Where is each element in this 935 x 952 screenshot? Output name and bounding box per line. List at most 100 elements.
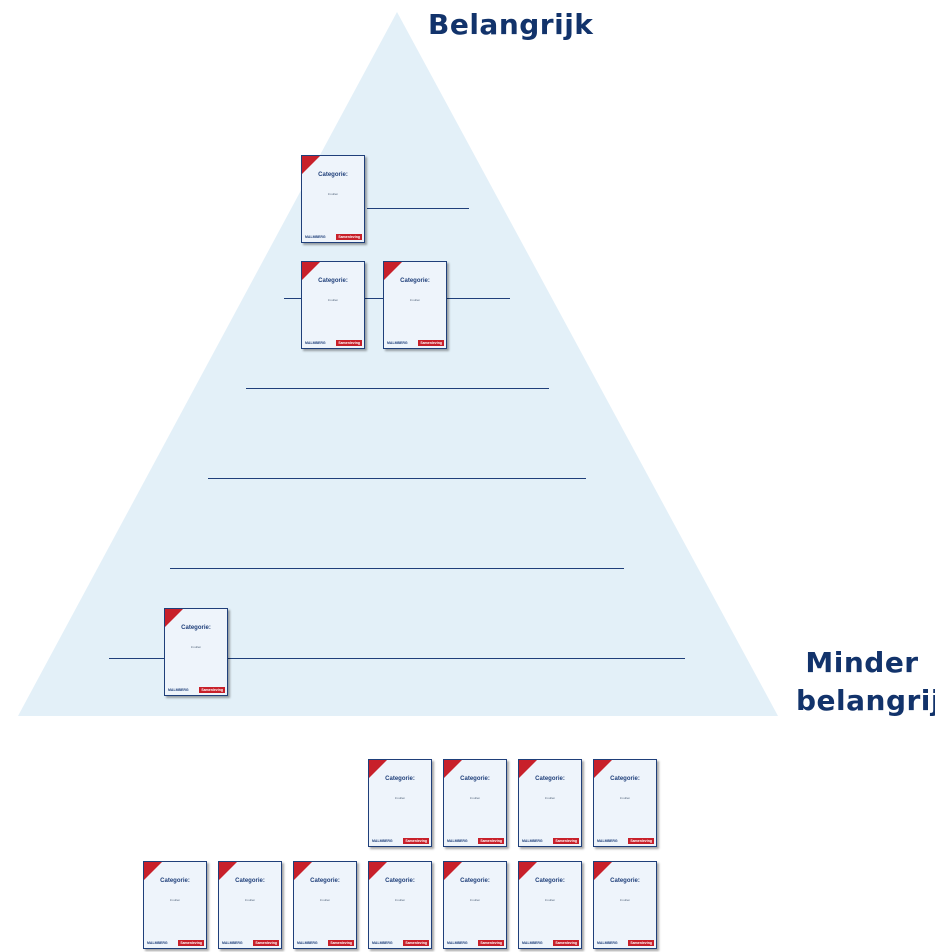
card-tag: Samenleving bbox=[418, 340, 444, 346]
card-category: Categorie: bbox=[318, 278, 348, 284]
rank-line bbox=[246, 388, 549, 389]
corner-flag bbox=[519, 760, 537, 778]
card-tag: Samenleving bbox=[403, 838, 429, 844]
card-brand: MALMBERG bbox=[387, 341, 408, 345]
card-category: Categorie: bbox=[318, 172, 348, 178]
card-tag: Samenleving bbox=[478, 838, 504, 844]
card-fill-in: Invullen bbox=[319, 898, 331, 902]
category-card[interactable]: Categorie: Invullen MALMBERG Samenleving bbox=[443, 861, 507, 949]
card-category: Categorie: bbox=[181, 625, 211, 631]
rank-line bbox=[109, 658, 685, 659]
card-brand: MALMBERG bbox=[297, 941, 318, 945]
card-fill-in: Invullen bbox=[190, 645, 202, 649]
card-category: Categorie: bbox=[610, 776, 640, 782]
corner-flag bbox=[369, 760, 387, 778]
card-category: Categorie: bbox=[460, 878, 490, 884]
card-tag: Samenleving bbox=[478, 940, 504, 946]
corner-flag bbox=[594, 760, 612, 778]
card-fill-in: Invullen bbox=[327, 298, 339, 302]
card-fill-in: Invullen bbox=[169, 898, 181, 902]
label-less-important: Minder belangrijk bbox=[796, 644, 935, 720]
corner-flag bbox=[384, 262, 402, 280]
card-tag: Samenleving bbox=[336, 234, 362, 240]
corner-flag bbox=[369, 862, 387, 880]
card-fill-in: Invullen bbox=[544, 796, 556, 800]
card-category: Categorie: bbox=[400, 278, 430, 284]
card-brand: MALMBERG bbox=[522, 839, 543, 843]
card-tag: Samenleving bbox=[403, 940, 429, 946]
card-brand: MALMBERG bbox=[222, 941, 243, 945]
corner-flag bbox=[594, 862, 612, 880]
card-brand: MALMBERG bbox=[305, 341, 326, 345]
corner-flag bbox=[519, 862, 537, 880]
label-less-line2: belangrijk bbox=[796, 684, 935, 717]
card-brand: MALMBERG bbox=[597, 941, 618, 945]
card-category: Categorie: bbox=[610, 878, 640, 884]
category-card[interactable]: Categorie: Invullen MALMBERG Samenleving bbox=[301, 155, 365, 243]
card-fill-in: Invullen bbox=[619, 796, 631, 800]
card-category: Categorie: bbox=[235, 878, 265, 884]
category-card[interactable]: Categorie: Invullen MALMBERG Samenleving bbox=[293, 861, 357, 949]
card-fill-in: Invullen bbox=[409, 298, 421, 302]
card-tag: Samenleving bbox=[199, 687, 225, 693]
card-fill-in: Invullen bbox=[394, 796, 406, 800]
card-fill-in: Invullen bbox=[394, 898, 406, 902]
rank-line bbox=[367, 208, 469, 209]
card-brand: MALMBERG bbox=[147, 941, 168, 945]
card-tag: Samenleving bbox=[328, 940, 354, 946]
card-brand: MALMBERG bbox=[372, 839, 393, 843]
card-fill-in: Invullen bbox=[544, 898, 556, 902]
card-tag: Samenleving bbox=[553, 838, 579, 844]
card-brand: MALMBERG bbox=[522, 941, 543, 945]
category-card[interactable]: Categorie: Invullen MALMBERG Samenleving bbox=[301, 261, 365, 349]
category-card[interactable]: Categorie: Invullen MALMBERG Samenleving bbox=[593, 861, 657, 949]
corner-flag bbox=[302, 156, 320, 174]
category-card[interactable]: Categorie: Invullen MALMBERG Samenleving bbox=[383, 261, 447, 349]
card-brand: MALMBERG bbox=[597, 839, 618, 843]
card-fill-in: Invullen bbox=[619, 898, 631, 902]
corner-flag bbox=[294, 862, 312, 880]
card-category: Categorie: bbox=[385, 776, 415, 782]
card-brand: MALMBERG bbox=[305, 235, 326, 239]
card-brand: MALMBERG bbox=[372, 941, 393, 945]
label-important: Belangrijk bbox=[428, 8, 594, 41]
card-brand: MALMBERG bbox=[447, 941, 468, 945]
category-card[interactable]: Categorie: Invullen MALMBERG Samenleving bbox=[593, 759, 657, 847]
card-fill-in: Invullen bbox=[327, 192, 339, 196]
card-tag: Samenleving bbox=[628, 838, 654, 844]
corner-flag bbox=[165, 609, 183, 627]
corner-flag bbox=[144, 862, 162, 880]
card-tag: Samenleving bbox=[336, 340, 362, 346]
card-category: Categorie: bbox=[460, 776, 490, 782]
corner-flag bbox=[444, 862, 462, 880]
corner-flag bbox=[444, 760, 462, 778]
label-less-line1: Minder bbox=[805, 646, 919, 679]
category-card[interactable]: Categorie: Invullen MALMBERG Samenleving bbox=[218, 861, 282, 949]
category-card[interactable]: Categorie: Invullen MALMBERG Samenleving bbox=[164, 608, 228, 696]
corner-flag bbox=[302, 262, 320, 280]
card-brand: MALMBERG bbox=[447, 839, 468, 843]
card-category: Categorie: bbox=[535, 878, 565, 884]
rank-line bbox=[170, 568, 624, 569]
card-category: Categorie: bbox=[535, 776, 565, 782]
card-tag: Samenleving bbox=[178, 940, 204, 946]
category-card[interactable]: Categorie: Invullen MALMBERG Samenleving bbox=[518, 861, 582, 949]
card-fill-in: Invullen bbox=[244, 898, 256, 902]
card-brand: MALMBERG bbox=[168, 688, 189, 692]
card-category: Categorie: bbox=[385, 878, 415, 884]
rank-line bbox=[208, 478, 586, 479]
card-category: Categorie: bbox=[160, 878, 190, 884]
card-fill-in: Invullen bbox=[469, 898, 481, 902]
card-tag: Samenleving bbox=[628, 940, 654, 946]
category-card[interactable]: Categorie: Invullen MALMBERG Samenleving bbox=[368, 759, 432, 847]
card-tag: Samenleving bbox=[553, 940, 579, 946]
card-category: Categorie: bbox=[310, 878, 340, 884]
category-card[interactable]: Categorie: Invullen MALMBERG Samenleving bbox=[368, 861, 432, 949]
corner-flag bbox=[219, 862, 237, 880]
category-card[interactable]: Categorie: Invullen MALMBERG Samenleving bbox=[518, 759, 582, 847]
card-fill-in: Invullen bbox=[469, 796, 481, 800]
category-card[interactable]: Categorie: Invullen MALMBERG Samenleving bbox=[443, 759, 507, 847]
category-card[interactable]: Categorie: Invullen MALMBERG Samenleving bbox=[143, 861, 207, 949]
card-tag: Samenleving bbox=[253, 940, 279, 946]
